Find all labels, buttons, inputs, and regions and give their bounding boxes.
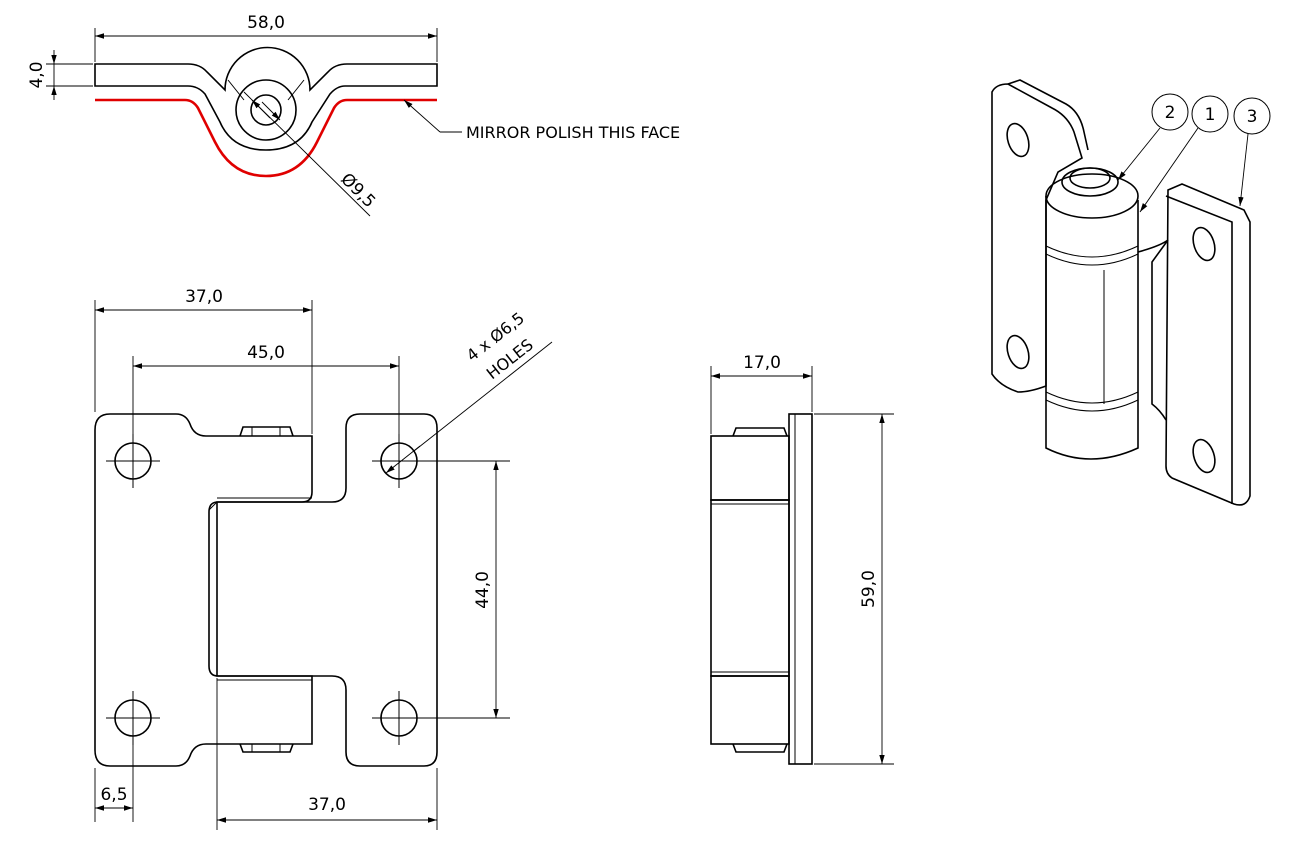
diameter-arrow <box>261 101 281 121</box>
dim-front-hole-spacing-h: 45,0 <box>247 343 285 363</box>
side-plate <box>788 413 813 765</box>
iso-hole <box>1192 438 1216 474</box>
iso-left-leaf <box>991 83 1083 393</box>
holes-leader <box>413 341 553 452</box>
dim-front-hole-spacing-v: 44,0 <box>473 571 493 609</box>
balloon-1 <box>1191 95 1229 133</box>
iso-right-leaf <box>1165 183 1251 506</box>
right-leaf-outline <box>216 413 438 767</box>
dim-side-height: 59,0 <box>859 570 879 608</box>
polish-face-line <box>95 98 437 178</box>
holes-arrow <box>385 445 421 474</box>
iso-pin-outer <box>1061 167 1119 197</box>
left-leaf-outline <box>94 413 313 767</box>
iso-knuckle-seam <box>1045 399 1139 412</box>
iso-hole <box>1006 122 1030 158</box>
iso-hole <box>1192 226 1216 262</box>
front-view: 37,0 45,0 44,0 4 x Ø6,5 HOLES 6,5 37,0 <box>94 287 553 830</box>
balloon-2 <box>1151 93 1189 131</box>
side-knuckle-bottom <box>710 675 790 745</box>
side-pin-top <box>732 427 788 437</box>
iso-left-leaf-top-edge <box>1007 79 1089 151</box>
pin-end-bottom <box>239 743 294 753</box>
iso-knuckle-seam <box>1045 245 1139 258</box>
iso-knuckle-seam <box>1045 253 1139 266</box>
pin-end-top <box>239 426 294 437</box>
iso-pin-inner <box>1069 167 1111 189</box>
dim-front-edge-hole: 6,5 <box>100 785 127 805</box>
isometric-view: 2 1 3 <box>991 79 1271 506</box>
side-knuckle-mid <box>710 499 790 677</box>
iso-right-leaf-bend <box>1137 239 1169 421</box>
side-view: 17,0 59,0 <box>710 353 894 765</box>
top-view-outline <box>94 46 438 151</box>
balloon-2-leader <box>1117 127 1161 181</box>
balloon-3 <box>1233 97 1271 135</box>
side-knuckle-top <box>710 435 790 501</box>
iso-right-leaf-face <box>1165 195 1233 504</box>
balloon-3-label: 3 <box>1247 107 1258 127</box>
bend-line-right <box>287 79 305 101</box>
knuckle-outer <box>235 79 297 141</box>
dim-top-thickness: 4,0 <box>27 61 47 88</box>
iso-knuckle-seam <box>1045 391 1139 404</box>
bend-line-left <box>227 79 245 101</box>
balloon-1-leader <box>1139 127 1199 213</box>
dim-pin-diameter: Ø9,5 <box>336 169 379 212</box>
dim-top-width: 58,0 <box>247 13 285 33</box>
pin-circle <box>250 94 282 126</box>
polish-leader <box>403 99 441 133</box>
iso-hole <box>1006 334 1030 370</box>
side-pin-bottom <box>732 743 788 753</box>
dim-front-width-upper: 37,0 <box>185 287 223 307</box>
iso-knuckle-cylinder <box>1045 196 1139 460</box>
top-view: 58,0 4,0 Ø9,5 MIRROR POLISH THIS FACE <box>27 13 680 217</box>
balloon-3-leader <box>1238 133 1249 207</box>
balloon-1-label: 1 <box>1205 105 1216 125</box>
polish-note: MIRROR POLISH THIS FACE <box>466 123 680 142</box>
diameter-arrow <box>251 99 271 119</box>
balloon-2-label: 2 <box>1165 103 1176 123</box>
knuckle-seam <box>208 501 218 511</box>
dim-front-width-lower: 37,0 <box>308 795 346 815</box>
dim-side-depth: 17,0 <box>743 353 781 373</box>
iso-knuckle-top <box>1045 173 1139 219</box>
